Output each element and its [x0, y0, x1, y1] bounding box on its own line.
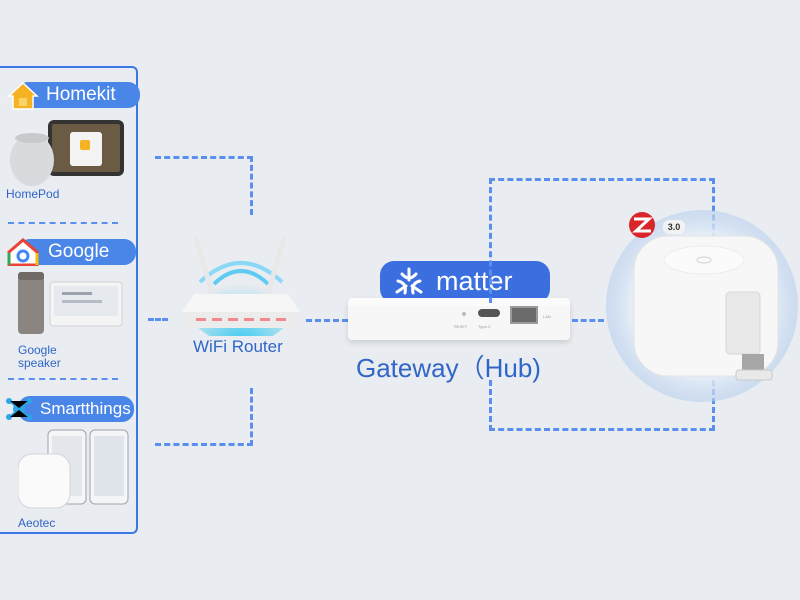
zigbee-badge — [627, 209, 661, 239]
panel-divider — [8, 222, 118, 224]
connector-gateway-device — [572, 319, 604, 322]
ecosystem-panel — [0, 66, 138, 534]
router-label: WiFi Router — [193, 337, 283, 356]
google-speaker-image — [18, 272, 123, 334]
home-icon — [7, 81, 39, 110]
matter-logo-icon — [395, 267, 423, 295]
gateway-label: Gateway（Hub) — [356, 353, 541, 383]
homepod-image — [10, 120, 124, 186]
google-label: Google — [48, 241, 110, 262]
zigbee-logo-icon — [629, 212, 655, 238]
connector-homekit-router — [155, 156, 253, 215]
google-home-icon — [7, 238, 39, 266]
zigbee-version: 3.0 — [667, 222, 681, 232]
port-label-reset: RESET — [454, 324, 468, 329]
homekit-pill: Homekit — [16, 82, 140, 108]
zigbee-version-badge: 3.0 — [663, 220, 685, 234]
connector-smartthings-router — [155, 388, 253, 446]
matter-brand: matter — [436, 266, 513, 296]
smartthings-label: Smartthings — [40, 399, 131, 418]
wifi-router-image — [182, 235, 300, 336]
port-label-lan: LAN — [543, 314, 551, 319]
smartthings-header: Smartthings — [4, 394, 136, 424]
aeotec-image — [18, 429, 129, 509]
google-speaker-label: Google speaker — [18, 343, 61, 370]
homekit-header: Homekit — [6, 80, 140, 110]
zigbee-device-image — [606, 210, 798, 402]
homekit-label: Homekit — [46, 84, 116, 105]
connector-router-gateway — [306, 319, 348, 322]
usb-c-port — [478, 309, 500, 317]
gateway-hub-image: RESET Type-C LAN — [348, 298, 570, 340]
connector-google-router — [148, 318, 168, 321]
connector-gateway-device-bottom — [489, 380, 715, 431]
lan-port — [510, 306, 538, 324]
aeotec-label: Aeotec — [18, 516, 56, 530]
panel-divider — [8, 378, 118, 380]
smartthings-pill: Smartthings — [18, 396, 134, 422]
google-header: Google — [6, 236, 136, 266]
reset-button[interactable] — [462, 312, 466, 316]
port-label-typec: Type-C — [478, 324, 491, 329]
homepod-label: HomePod — [6, 187, 60, 201]
matter-badge: matter — [380, 261, 550, 303]
smartthings-icon — [6, 398, 32, 420]
